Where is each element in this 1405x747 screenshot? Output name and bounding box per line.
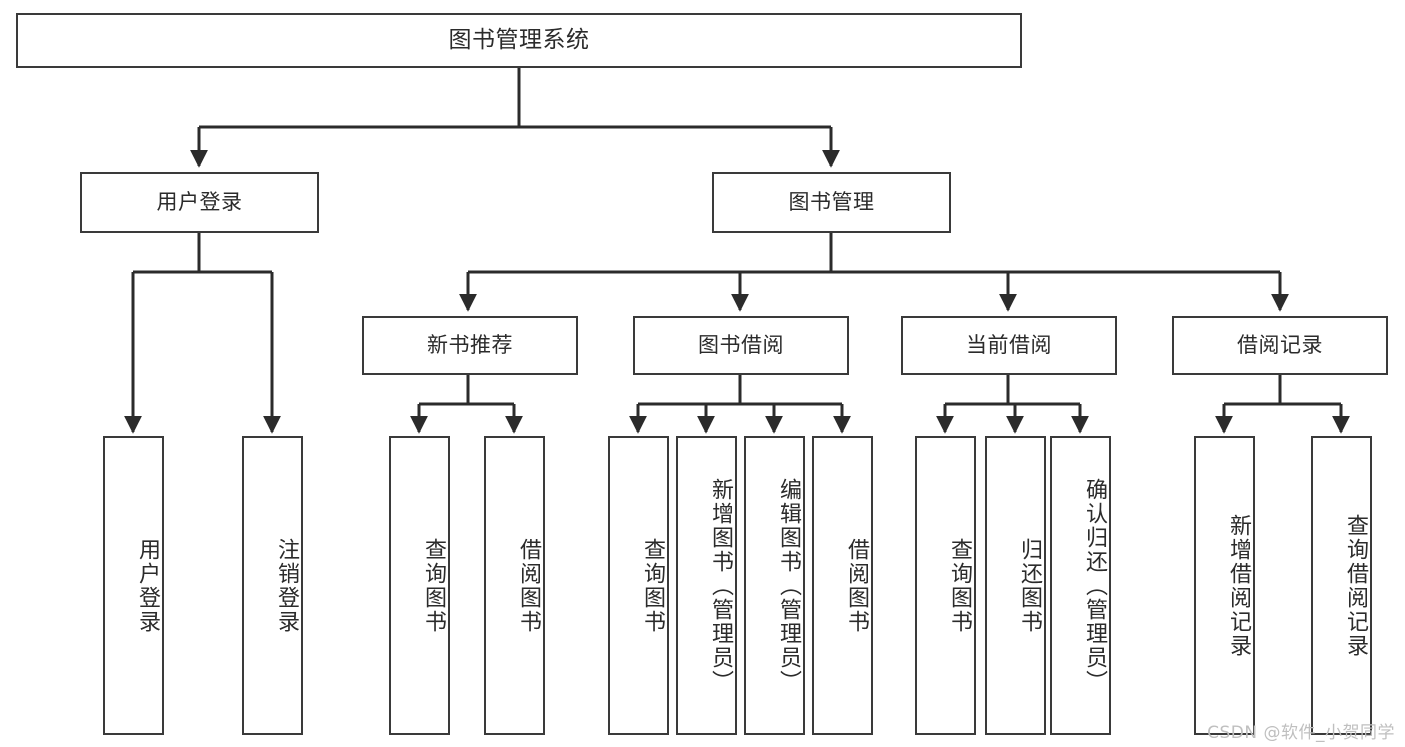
node-leaf-borrow-book-2-label: 借阅图书 [844,537,869,634]
node-leaf-add-record[interactable]: 新增借阅记录 [1194,436,1255,735]
node-leaf-add-book[interactable]: 新增图书（管理员） [676,436,737,735]
node-leaf-add-book-label: 新增图书（管理员） [708,477,733,694]
node-leaf-query-book-1[interactable]: 查询图书 [389,436,450,735]
node-user-login-label: 用户登录 [156,189,243,214]
node-leaf-query-book-2-label: 查询图书 [640,537,665,634]
node-leaf-query-book-1-label: 查询图书 [421,537,446,634]
node-leaf-edit-book-label: 编辑图书（管理员） [776,477,801,694]
node-book-manage-label: 图书管理 [788,189,875,214]
node-leaf-query-book-3[interactable]: 查询图书 [915,436,976,735]
node-leaf-edit-book[interactable]: 编辑图书（管理员） [744,436,805,735]
node-borrow-record-label: 借阅记录 [1237,332,1323,357]
node-leaf-borrow-book-2[interactable]: 借阅图书 [812,436,873,735]
node-root-label: 图书管理系统 [448,26,590,53]
node-leaf-borrow-book-1-label: 借阅图书 [516,537,541,634]
node-leaf-return-book[interactable]: 归还图书 [985,436,1046,735]
node-leaf-query-book-2[interactable]: 查询图书 [608,436,669,735]
node-leaf-query-book-3-label: 查询图书 [947,537,972,634]
node-new-book-recommend[interactable]: 新书推荐 [362,316,578,375]
node-leaf-user-login[interactable]: 用户登录 [103,436,164,735]
node-leaf-add-record-label: 新增借阅记录 [1226,513,1251,658]
node-book-manage[interactable]: 图书管理 [712,172,951,233]
node-leaf-user-login-label: 用户登录 [135,537,160,634]
watermark: CSDN @软件_小贺同学 [1207,723,1395,743]
node-leaf-confirm-return-label: 确认归还（管理员） [1082,477,1107,694]
node-leaf-query-record[interactable]: 查询借阅记录 [1311,436,1372,735]
node-leaf-borrow-book-1[interactable]: 借阅图书 [484,436,545,735]
node-leaf-query-record-label: 查询借阅记录 [1343,513,1368,658]
node-leaf-user-logout-label: 注销登录 [274,537,299,634]
node-leaf-user-logout[interactable]: 注销登录 [242,436,303,735]
node-new-book-recommend-label: 新书推荐 [427,332,513,357]
node-book-borrow[interactable]: 图书借阅 [633,316,849,375]
node-borrow-record[interactable]: 借阅记录 [1172,316,1388,375]
node-current-borrow-label: 当前借阅 [966,332,1052,357]
node-root[interactable]: 图书管理系统 [16,13,1022,68]
node-current-borrow[interactable]: 当前借阅 [901,316,1117,375]
node-book-borrow-label: 图书借阅 [698,332,784,357]
node-leaf-confirm-return[interactable]: 确认归还（管理员） [1050,436,1111,735]
node-user-login[interactable]: 用户登录 [80,172,319,233]
node-leaf-return-book-label: 归还图书 [1017,537,1042,634]
